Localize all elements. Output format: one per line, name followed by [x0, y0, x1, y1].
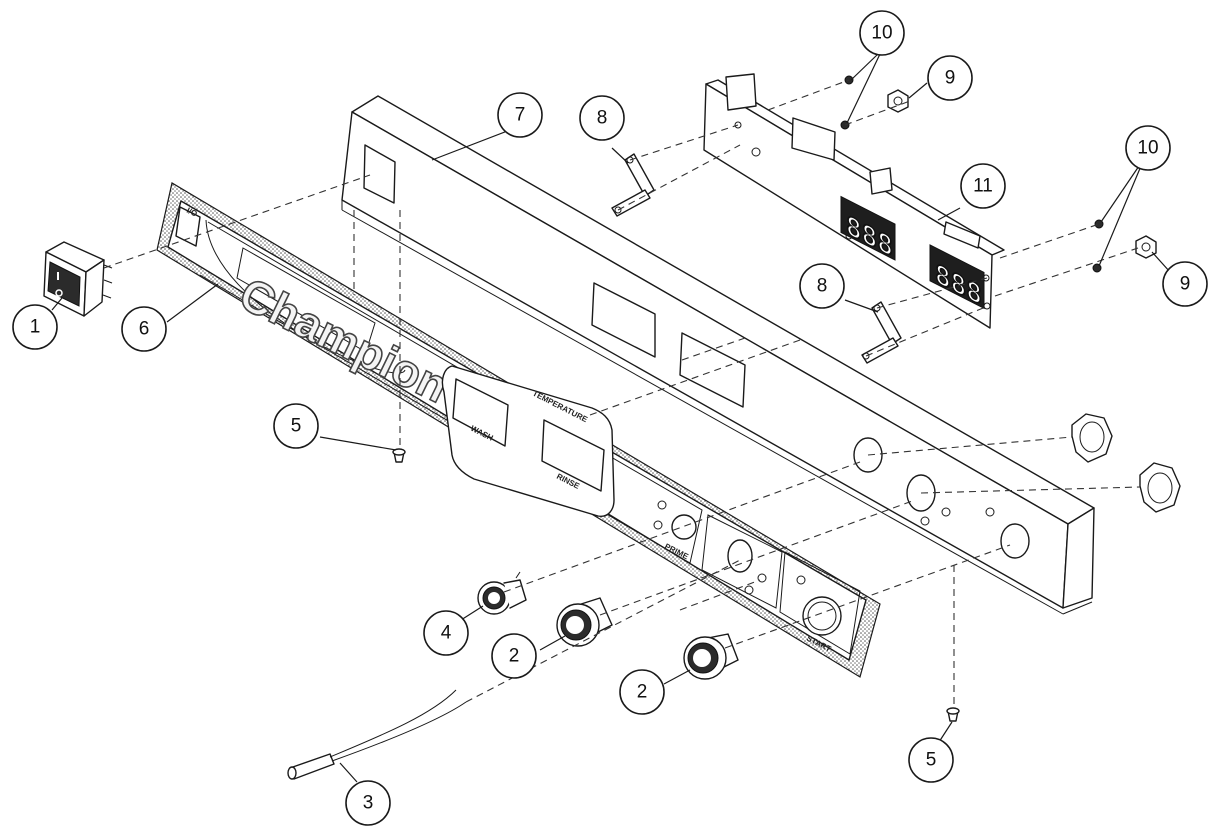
- callout-6: 6: [121, 306, 167, 352]
- callout-10-upper: 10: [859, 10, 905, 56]
- svg-text:11: 11: [973, 176, 993, 197]
- svg-text:8: 8: [817, 276, 828, 297]
- display-cutout-rinse: [679, 332, 746, 408]
- callout-9-upper: 9: [927, 55, 973, 101]
- svg-text:8: 8: [597, 108, 608, 129]
- svg-text:10: 10: [1137, 138, 1158, 159]
- callout-3: 3: [345, 780, 391, 826]
- svg-text:5: 5: [291, 416, 302, 437]
- svg-text:5: 5: [926, 750, 937, 771]
- callout-4: 4: [423, 610, 469, 656]
- housing-small-hole: [941, 507, 951, 517]
- nut-lower: [1135, 235, 1157, 259]
- svg-text:10: 10: [871, 23, 892, 44]
- switch-cutout: [363, 144, 396, 204]
- svg-text:2: 2: [509, 646, 520, 667]
- svg-text:I/O: I/O: [185, 206, 199, 219]
- callout-1: 1: [12, 304, 58, 350]
- large-nut-lower: [1139, 462, 1181, 513]
- rinse-display-window: [541, 419, 605, 492]
- housing-small-hole: [920, 516, 930, 526]
- svg-text:9: 9: [1180, 274, 1191, 295]
- svg-text:4: 4: [441, 623, 452, 644]
- standoff-bracket-lower: [861, 301, 902, 364]
- housing-small-hole: [985, 507, 995, 517]
- wash-display-window: [452, 378, 509, 447]
- callout-5-right: 5: [908, 737, 954, 783]
- screw-5-a: [392, 448, 406, 463]
- callout-10-lower: 10: [1125, 125, 1171, 171]
- callout-2-upper: 2: [491, 633, 537, 679]
- svg-text:7: 7: [515, 105, 526, 126]
- callout-8-upper: 8: [579, 95, 625, 141]
- large-nut-upper: [1071, 413, 1113, 463]
- callout-8-lower: 8: [799, 263, 845, 309]
- svg-text:2: 2: [637, 682, 648, 703]
- svg-text:9: 9: [945, 68, 956, 89]
- display-circuit-board: 888 888: [703, 73, 1005, 329]
- screw-5-b: [946, 707, 960, 722]
- housing-hole: [1000, 523, 1030, 559]
- indicator-light: [477, 571, 527, 615]
- callout-11: 11: [960, 163, 1006, 209]
- svg-text:3: 3: [363, 793, 374, 814]
- svg-text:1: 1: [30, 317, 41, 338]
- callout-5-left: 5: [273, 403, 319, 449]
- callout-2-lower: 2: [619, 669, 665, 715]
- standoff-bracket-upper: [611, 153, 655, 217]
- rocker-switch: [43, 241, 113, 317]
- nut-upper: [887, 89, 909, 113]
- push-button-upper: [556, 597, 613, 647]
- push-button-lower: [683, 633, 739, 680]
- callout-7: 7: [497, 92, 543, 138]
- callout-9-lower: 9: [1162, 261, 1208, 307]
- control-housing: [341, 95, 1095, 615]
- temperature-probe: [287, 689, 467, 780]
- svg-text:6: 6: [139, 319, 150, 340]
- callout-leaders: [51, 53, 1171, 783]
- display-cutout-wash: [591, 282, 656, 358]
